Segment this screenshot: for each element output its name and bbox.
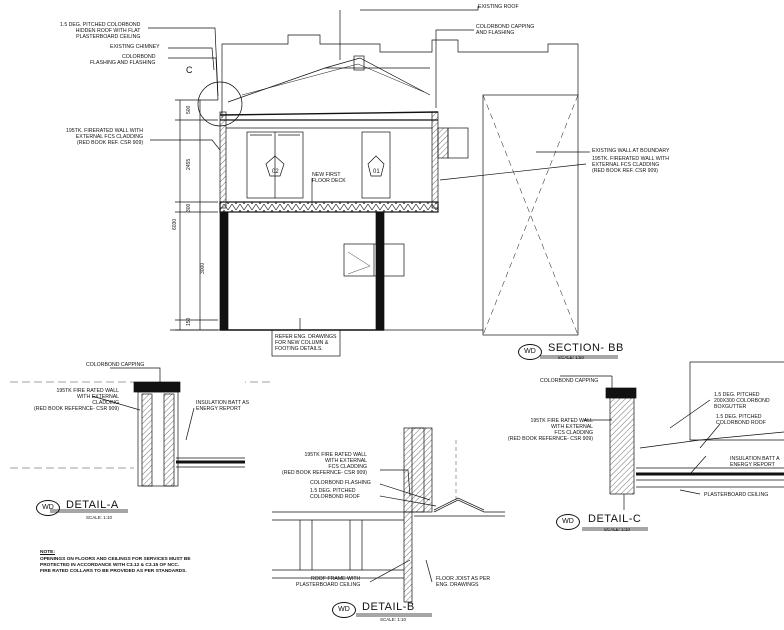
chimney-label: EXISTING CHIMNEY: [110, 44, 160, 50]
dim-6030: 6030: [172, 218, 178, 230]
detail-c-ceiling-label: PLASTERBOARD CEILING: [704, 492, 769, 498]
existing-wall-label: EXISTING WALL AT BOUNDARY: [592, 148, 670, 154]
detail-c-bubble: WD: [556, 514, 580, 530]
callout-c: C: [186, 65, 193, 75]
detail-b-wall-label: 195TK FIRE RATED WALL WITH EXTERNAL FCS …: [282, 452, 368, 476]
detail-b-flashing-label: COLORBOND FLASHING: [310, 480, 371, 486]
door-tag-02: 02: [272, 169, 279, 175]
detail-c-scale: SCALE: 1:10: [604, 527, 631, 532]
dim-2455: 2455: [186, 158, 192, 170]
wall-right-label: 195TK. FIRERATED WALL WITH EXTERNAL FCS …: [592, 156, 670, 174]
detail-b-bubble: WD: [332, 602, 356, 618]
detail-b-roof-label: 1.5 DEG. PITCHED COLORBOND ROOF: [310, 488, 360, 500]
detail-b-scale: SCALE: 1:10: [380, 617, 407, 622]
existing-roof-label: EXISTING ROOF: [478, 4, 519, 10]
capping-label: COLORBOND CAPPING AND FLASHING: [476, 24, 535, 36]
detail-a-capping-label: COLORBOND CAPPING: [86, 362, 145, 368]
new-deck-label: NEW FIRST FLOOR DECK: [312, 172, 346, 184]
wall-left-label: 195TK. FIRERATED WALL WITH EXTERNAL FCS …: [66, 128, 144, 146]
detail-c-roof-label: 1.5 DEG. PITCHED COLORBOND ROOF: [716, 414, 766, 426]
section-bb-drawing: [148, 6, 618, 359]
detail-c-gutter-label: 1.5 DEG. PITCHED 200X300 COLORBOND BOXGU…: [714, 392, 770, 410]
detail-c-wall-label: 195TK FIRE RATED WALL WITH EXTERNAL FCS …: [508, 418, 594, 442]
detail-c-title: DETAIL-C: [588, 513, 642, 525]
note-text: OPENINGS ON FLOORS AND CEILINGS FOR SERV…: [40, 557, 191, 574]
detail-a-bubble: WD: [36, 500, 60, 516]
flashing-label: COLORBOND FLASHING AND FLASHING: [90, 54, 156, 66]
door-tag-01: 01: [373, 169, 380, 175]
detail-c-insulation-label: INSULATION BATT A ENERGY REPORT: [730, 456, 780, 468]
detail-a-scale: SCALE: 1:10: [86, 515, 113, 520]
roof-type-label: 1.5 DEG. PITCHED COLORBOND HIDDEN ROOF W…: [60, 22, 141, 40]
dim-3000: 3000: [200, 262, 206, 274]
detail-b-frame-label: ROOF FRAME WITH PLASTERBOARD CEILING: [296, 576, 361, 588]
dim-500: 500: [186, 105, 192, 114]
detail-c-drawing: [560, 361, 784, 531]
dim-150: 150: [186, 317, 192, 326]
section-bb-bubble: WD: [518, 344, 542, 360]
detail-b-drawing: [272, 427, 505, 617]
section-bb-scale: SCALE: 1:50: [558, 355, 585, 360]
note-heading: NOTE:: [40, 550, 55, 555]
detail-a-title: DETAIL-A: [66, 499, 119, 511]
eng-ref-label: REFER ENG. DRAWINGS FOR NEW COLUMN & FOO…: [275, 334, 337, 352]
detail-c-capping-label: COLORBOND CAPPING: [540, 378, 599, 384]
section-bb-title: SECTION- BB: [548, 342, 624, 354]
detail-b-joist-label: FLOOR JOIST AS PER ENG. DRAWINGS: [436, 576, 491, 588]
detail-b-title: DETAIL-B: [362, 601, 415, 613]
detail-a-drawing: [10, 367, 270, 513]
detail-a-insulation-label: INSULATION BATT AS ENERGY REPORT: [196, 400, 250, 412]
dim-300: 300: [186, 203, 192, 212]
detail-a-wall-label: 195TK FIRE RATED WALL WITH EXTERNAL CLAD…: [34, 388, 120, 412]
